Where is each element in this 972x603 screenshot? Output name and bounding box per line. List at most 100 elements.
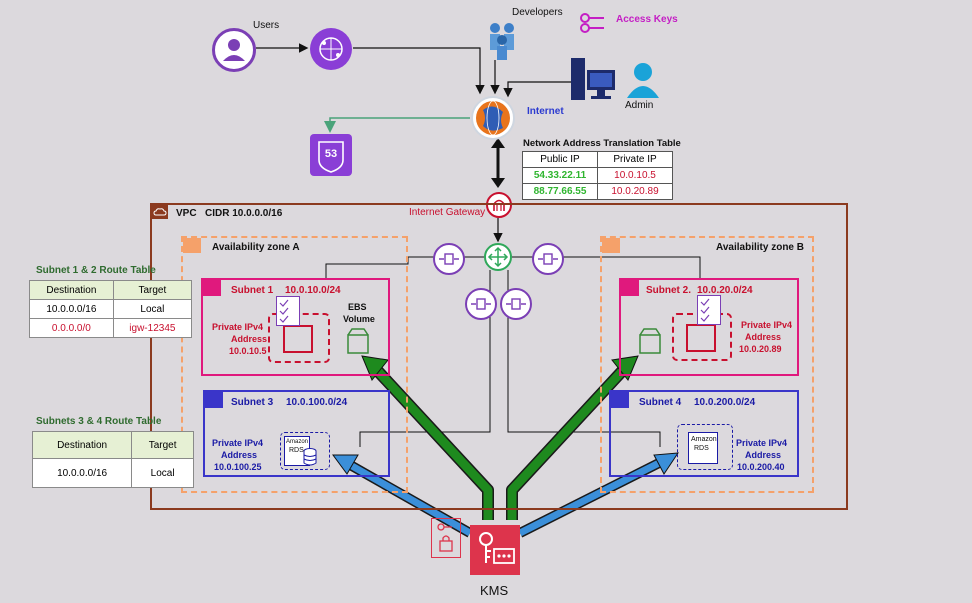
subnet-1-ip-label: Private IPv4 (212, 322, 264, 332)
rds-3-amazon-label: Amazon (286, 439, 309, 445)
security-policy-2-icon (697, 295, 721, 325)
rt12-destination-1: 10.0.0.0/16 (29, 299, 114, 319)
internet-label: Internet (527, 106, 564, 117)
admin-label: Admin (625, 100, 654, 111)
developers-label: Developers (512, 7, 563, 18)
table-row: 54.33.22.11 10.0.10.5 (522, 167, 673, 184)
cloudfront-icon (310, 28, 352, 70)
subnet-3 (203, 390, 390, 477)
subnet-3-ip: 10.0.100.25 (214, 462, 262, 472)
internet-globe-icon (471, 96, 515, 140)
internet-to-route53-line (324, 117, 470, 133)
ec2-chip-2-icon (686, 324, 716, 352)
kms-label: KMS (480, 583, 509, 598)
router-to-subnet4-line (507, 270, 661, 447)
subnet-3-ip-label2: Address (221, 450, 258, 460)
router-to-subnet2-line (512, 256, 701, 278)
rt12-target-2: igw-12345 (112, 318, 193, 338)
router-icon (484, 243, 512, 271)
availability-zone-a (181, 236, 408, 493)
rt12-destination-2: 0.0.0.0/0 (29, 318, 114, 338)
subnet-4-name: Subnet 4 (639, 397, 682, 408)
nat-gateway-left-icon (433, 243, 465, 275)
nat-header-private-ip: Private IP (597, 151, 673, 168)
cloudfront-to-internet-line (353, 47, 485, 95)
route-table-1-2: Destination Target 10.0.0.0/16 Local 0.0… (29, 280, 193, 338)
kms-icon (470, 525, 520, 575)
route53-icon: 53 (310, 134, 352, 176)
route53-number: 53 (324, 148, 338, 160)
table-row: 10.0.0.0/16 Local (29, 299, 193, 319)
internet-gateway-icon (486, 192, 512, 218)
vpc-endpoint-left-icon (465, 288, 497, 320)
ebs-label-line2: Volume (343, 314, 375, 324)
rds-4-icon: Amazon RDS (688, 432, 718, 464)
table-row: 0.0.0.0/0 igw-12345 (29, 318, 193, 338)
internet-gateway-label: Internet Gateway (409, 207, 486, 218)
rds-4-amazon-label: Amazon (691, 436, 717, 443)
users-icon (212, 28, 256, 72)
router-to-subnet3-line (359, 270, 491, 447)
admin-to-internet-line (503, 81, 572, 98)
admin-workstation-icon (571, 58, 617, 102)
route-table-1-2-title: Subnet 1 & 2 Route Table (36, 265, 156, 276)
nat-private-ip-1: 10.0.10.5 (597, 167, 673, 184)
subnet-4-ip-label: Private IPv4 (736, 438, 788, 448)
vpc-endpoint-right-icon (500, 288, 532, 320)
subnet-1-icon (203, 280, 221, 296)
nat-header-public-ip: Public IP (522, 151, 598, 168)
az-a-label: Availability zone A (212, 242, 300, 253)
nat-private-ip-2: 10.0.20.89 (597, 183, 673, 200)
rt34-destination-1: 10.0.0.0/16 (31, 458, 133, 488)
vpc-icon (152, 205, 168, 219)
vpc-label: VPC (176, 208, 197, 219)
subnet-2-name: Subnet 2. (646, 285, 692, 296)
subnet-2-ip: 10.0.20.89 (739, 344, 782, 354)
kms-policy-doc-icon (431, 518, 461, 558)
subnet-1 (201, 278, 390, 376)
subnet-4 (609, 390, 799, 477)
az-b-icon (602, 238, 620, 253)
subnet-3-icon (205, 392, 223, 408)
rds-4-frame (677, 424, 733, 470)
rt34-header-target: Target (131, 431, 194, 459)
subnet-2 (619, 278, 799, 376)
route-table-header-row: Destination Target (29, 280, 193, 300)
vpc-container (150, 203, 848, 510)
subnet-3-cidr: 10.0.100.0/24 (286, 397, 348, 408)
az-b-label: Availability zone B (716, 242, 804, 253)
availability-zone-b (600, 236, 814, 493)
ebs-label-line1: EBS (348, 302, 367, 312)
kms-to-ebs-arrow (371, 364, 493, 520)
developers-icon (487, 20, 519, 60)
rds-3-label: RDS (289, 447, 304, 454)
nat-public-ip-2: 88.77.66.55 (522, 183, 598, 200)
kms-to-ebs2-arrow (507, 364, 629, 520)
route-table-header-row: Destination Target (31, 431, 194, 459)
rt34-header-destination: Destination (31, 431, 133, 459)
rt12-header-destination: Destination (29, 280, 114, 300)
subnet-2-cidr: 10.0.20.0/24 (697, 285, 753, 296)
nat-table: Public IP Private IP 54.33.22.11 10.0.10… (522, 151, 673, 200)
access-keys-label: Access Keys (616, 14, 678, 25)
subnet-4-cidr: 10.0.200.0/24 (694, 397, 756, 408)
subnet-4-ip-label2: Address (745, 450, 782, 460)
subnet-3-name: Subnet 3 (231, 397, 274, 408)
subnet-1-cidr: 10.0.10.0/24 (285, 285, 341, 296)
subnet-1-ip: 10.0.10.5 (229, 346, 267, 356)
rt34-target-1: Local (131, 458, 194, 488)
table-row: 88.77.66.55 10.0.20.89 (522, 183, 673, 200)
subnet-3-ip-label: Private IPv4 (212, 438, 264, 448)
rt12-header-target: Target (112, 280, 193, 300)
vpc-cidr: CIDR 10.0.0.0/16 (205, 208, 283, 219)
rds-4-label: RDS (694, 445, 709, 452)
kms-to-rds4-arrow (518, 456, 667, 537)
subnet-2-icon (621, 280, 639, 296)
subnet-4-ip: 10.0.200.40 (737, 462, 785, 472)
nat-table-header-row: Public IP Private IP (522, 151, 673, 168)
users-label: Users (253, 20, 280, 31)
rt12-target-1: Local (112, 299, 193, 319)
subnet-1-ip-label2: Address (231, 334, 268, 344)
route-table-3-4: Destination Target 10.0.0.0/16 Local (31, 431, 194, 488)
